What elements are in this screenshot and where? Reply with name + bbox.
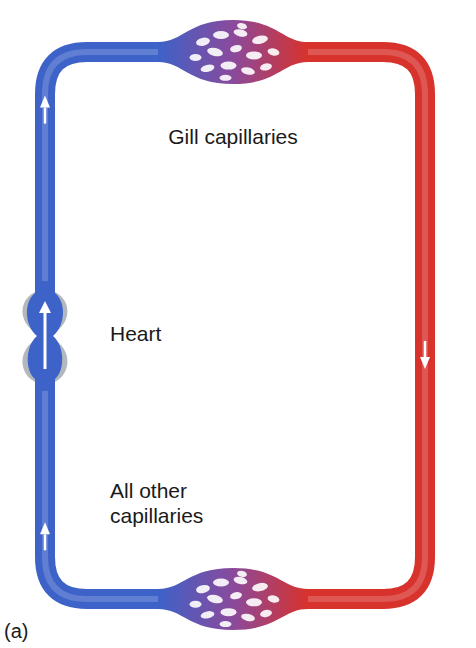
node-shape	[158, 566, 308, 632]
flow-arrow	[40, 96, 50, 108]
node-label: Heart	[110, 321, 200, 346]
capillary-gap	[213, 579, 229, 587]
flow-arrow	[40, 522, 50, 534]
capillary-gap	[236, 570, 247, 578]
capillary-gap	[200, 610, 215, 620]
capillary-gap	[221, 62, 237, 70]
capillary-gap	[233, 28, 248, 38]
capillary-gap	[246, 598, 262, 606]
capillary-gap	[236, 22, 247, 30]
heart-chambers	[27, 281, 63, 391]
capillary-gap	[259, 609, 272, 618]
flow-arrow	[39, 301, 51, 313]
flow-arrow	[44, 534, 47, 550]
node-shape	[158, 18, 308, 86]
capillary-gap	[259, 62, 272, 71]
blood-vessel	[308, 52, 425, 599]
node-label: All other capillaries	[110, 478, 245, 528]
capillary-gap	[213, 31, 229, 39]
heart-node: Heart	[18, 281, 72, 391]
capillary-bed	[158, 20, 308, 84]
flow-arrow	[424, 341, 427, 357]
capillary-gap	[200, 63, 215, 73]
capillary-gap	[229, 44, 242, 53]
capillary-node: All other capillaries	[158, 566, 308, 632]
capillary-gap	[220, 75, 232, 81]
vessel-highlight	[45, 52, 158, 281]
capillary-gap	[251, 582, 268, 593]
capillary-gap	[195, 584, 210, 595]
capillary-gap	[229, 591, 242, 600]
node-label: Gill capillaries	[136, 124, 330, 149]
capillary-gap	[190, 54, 202, 61]
capillary-gap	[221, 608, 237, 616]
capillary-node: Gill capillaries	[158, 18, 308, 86]
node-shape	[18, 281, 72, 391]
capillary-gap	[190, 601, 202, 608]
flow-arrow	[44, 108, 47, 124]
flow-arrow	[44, 311, 47, 369]
capillary-gap	[240, 613, 255, 623]
vessel-highlight	[308, 52, 425, 599]
capillary-gap	[267, 594, 280, 603]
blood-vessel	[45, 52, 158, 281]
capillary-gap	[240, 66, 255, 76]
capillary-gap	[251, 34, 268, 45]
capillary-gap	[206, 593, 223, 604]
capillary-gap	[267, 47, 280, 56]
capillary-gap	[220, 621, 232, 627]
capillary-bed	[158, 568, 308, 630]
flow-arrow	[420, 357, 430, 369]
capillary-gap	[233, 576, 248, 586]
capillary-gap	[246, 51, 262, 59]
capillary-gap	[206, 46, 223, 57]
capillary-gap	[195, 36, 210, 47]
panel-letter: (a)	[4, 620, 28, 643]
